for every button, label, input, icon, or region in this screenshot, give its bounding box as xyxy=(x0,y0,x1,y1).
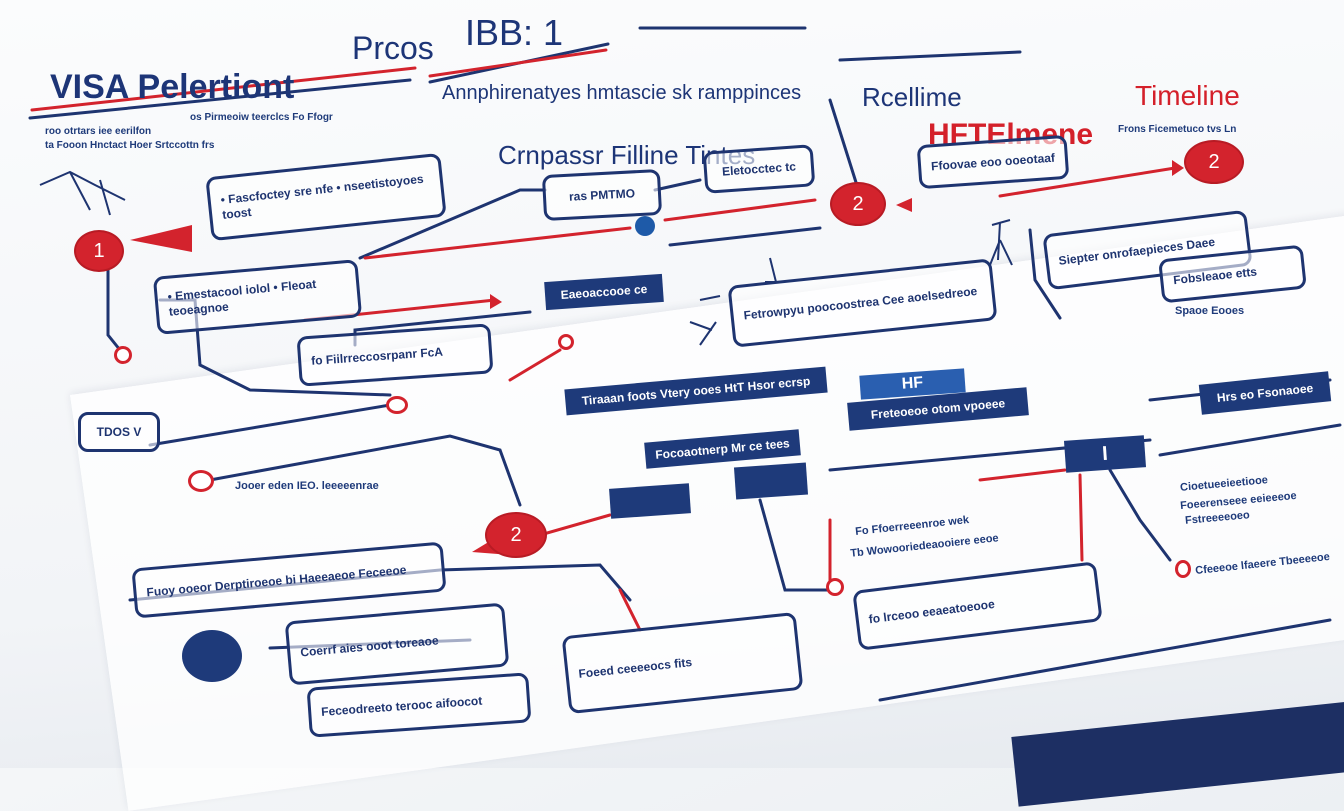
link-lower-mid xyxy=(758,498,832,592)
process-block-a xyxy=(609,483,691,519)
link-b3-down xyxy=(668,226,822,247)
main-title-b: Prcos xyxy=(352,30,434,66)
node-dot xyxy=(1175,560,1191,578)
red-link-right xyxy=(998,166,1177,198)
title-underline xyxy=(28,78,412,120)
red-link-b xyxy=(663,198,817,222)
node-dot xyxy=(188,470,214,492)
right-title-a: Rcellime xyxy=(862,82,962,112)
title-code: IBB: 1 xyxy=(465,12,564,53)
node-dot xyxy=(114,346,132,364)
red-arrow-left xyxy=(896,198,912,212)
red-arrow-down xyxy=(618,588,642,632)
subtitle-red-line xyxy=(428,48,608,78)
red-link-a xyxy=(363,226,632,260)
red-vertical xyxy=(1078,473,1084,562)
node-dot xyxy=(558,334,574,350)
subtitle: Annphirenatyes hmtascie sk ramppinces xyxy=(442,82,802,104)
node-dot xyxy=(826,578,844,596)
left-note-2: ta Fooon Hnctact Hoer Srtccottn frs xyxy=(45,140,215,151)
process-block-b xyxy=(733,462,809,500)
link-right-lower xyxy=(1108,468,1172,562)
red-arrow-one xyxy=(130,225,192,252)
link-far-right-b xyxy=(1158,423,1342,457)
red-arrow-right xyxy=(1172,160,1184,176)
step-badge-2c: 2 xyxy=(485,512,547,558)
left-note-3: os Pirmeoiw teerclcs Fo Ffogr xyxy=(190,112,333,123)
red-needle xyxy=(508,348,562,382)
link-one-down xyxy=(106,268,122,352)
node-dot xyxy=(386,396,408,414)
step-badge-2a: 2 xyxy=(830,182,886,226)
right-title-c: Timeline xyxy=(1135,80,1240,111)
step-badge-1: 1 xyxy=(74,230,124,272)
process-note-17: Jooer eden IEO. leeeeenrae xyxy=(235,480,379,492)
process-box-3: Eletocctec tc xyxy=(702,144,816,194)
navy-circle xyxy=(182,630,242,682)
process-note-11: Spaoe Eooes xyxy=(1175,305,1245,317)
right-note: Frons Ficemetuco tvs Ln xyxy=(1118,124,1237,135)
process-box-2: ras PMTMO xyxy=(541,168,663,222)
link-b12 xyxy=(148,403,392,447)
link-bottom-right xyxy=(878,618,1332,702)
process-box-12: TDOS V xyxy=(78,412,160,452)
link-right-curve xyxy=(1028,228,1062,320)
link-b2-b3 xyxy=(653,178,702,192)
process-tag-34: I xyxy=(1063,435,1147,473)
blue-dot xyxy=(635,216,655,236)
link-left-to-two xyxy=(208,434,522,507)
red-link-lower-right xyxy=(978,468,1067,482)
main-title: VISA Pelertiont xyxy=(50,68,295,106)
subtitle-line-c xyxy=(838,50,1022,62)
link-two-vert xyxy=(828,98,862,197)
title-red-underline xyxy=(30,66,417,112)
left-note-1: roo otrtars iee eerilfon xyxy=(45,126,152,137)
link-b1-b2 xyxy=(358,188,547,260)
red-arrow-small xyxy=(490,294,502,309)
step-badge-2b: 2 xyxy=(1184,140,1244,184)
